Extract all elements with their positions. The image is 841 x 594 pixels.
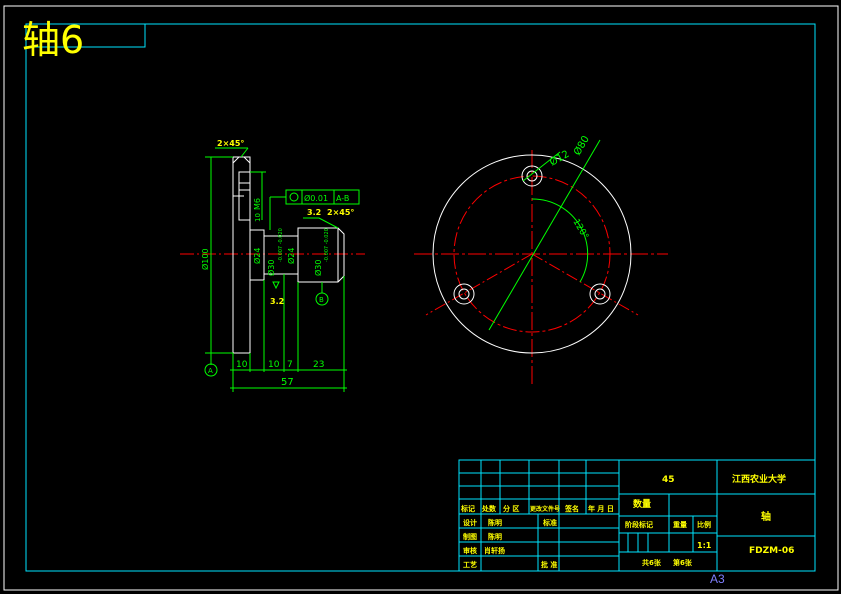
title-block — [458, 459, 816, 572]
label-pcd: Ø80 — [571, 134, 592, 158]
header-doc: 更改文件号 — [530, 505, 560, 513]
dim-dia-24-b: Ø24 — [286, 248, 296, 264]
bolt-hole-top — [521, 165, 543, 187]
dim-dia-30-b: Ø30 — [313, 260, 323, 276]
process-label: 工艺 — [463, 560, 477, 569]
header-date: 年 月 日 — [588, 504, 614, 513]
dim-len-23: 23 — [313, 360, 324, 370]
check-name: 肖轩扬 — [484, 546, 505, 555]
inner-frame — [25, 23, 816, 572]
sheet-no-label: 第6张 — [673, 558, 693, 567]
ratio-label: 比例 — [697, 520, 711, 529]
drawing-title: 轴6 — [22, 18, 85, 62]
weight-label: 重量 — [673, 520, 687, 529]
dim-thread-depth: 10 — [254, 213, 262, 222]
dim-dia-100: Ø100 — [200, 248, 210, 270]
dim-len-10-a: 10 — [236, 360, 248, 370]
shaft-side-view: Ø100 2×45° M6 10 Ø0.01 A-B 3.2 2×45° Ø24… — [180, 139, 365, 392]
dim-dia-30-a: Ø30 — [266, 260, 276, 276]
tolerance-datum: A-B — [336, 194, 349, 203]
dim-dia-30-b-fit: -0.007 -0.020 — [324, 228, 330, 262]
pcd-leader — [488, 139, 601, 331]
draw-name: 陈明 — [488, 532, 502, 541]
scale-label: 1:1 — [697, 541, 712, 550]
bolt-pitch-circle — [453, 175, 611, 333]
material-label: 45 — [662, 475, 675, 485]
sheet-size-label: A3 — [710, 572, 725, 586]
header-count: 处数 — [481, 504, 497, 513]
header-mark: 标记 — [460, 504, 475, 513]
roughness-a-label: 3.2 — [270, 297, 284, 306]
standard-label: 标准 — [542, 518, 557, 527]
roughness-b-label: 3.2 — [307, 208, 321, 217]
part-name-label: 轴 — [761, 510, 771, 523]
draw-label: 制图 — [463, 532, 477, 541]
dim-dia-30-a-fit: -0.007 -0.020 — [278, 228, 284, 262]
datum-a-marker — [204, 363, 218, 377]
sheets-total-label: 共6张 — [642, 558, 662, 567]
flange-chamfer — [232, 156, 251, 164]
flange-disk — [232, 156, 251, 354]
dim-len-57: 57 — [281, 377, 294, 388]
stage-label: 阶段标记 — [625, 520, 653, 529]
datum-a-label: A — [208, 367, 213, 375]
header-sign: 签名 — [564, 504, 579, 513]
tolerance-value: Ø0.01 — [304, 193, 328, 203]
dim-dia-24-a: Ø24 — [252, 248, 262, 264]
check-label: 审核 — [463, 546, 477, 555]
angle-arc — [531, 198, 589, 283]
datum-b-label: B — [319, 296, 324, 304]
roughness-a-symbol — [272, 281, 280, 290]
dim-thread-m6: M6 — [253, 198, 262, 210]
bolt-hole-right — [589, 283, 611, 305]
chamfer-right-label: 2×45° — [327, 208, 354, 217]
datum-b-marker — [315, 292, 329, 306]
dim-len-7: 7 — [287, 360, 293, 370]
design-label: 设计 — [463, 518, 477, 527]
header-zone: 分 区 — [503, 504, 519, 513]
flange-front-view: Ø12 Ø80 120° — [414, 134, 668, 385]
bolt-hole-left — [453, 283, 475, 305]
flange-outer-circle — [432, 154, 632, 354]
drawing-no-label: FDZM-06 — [749, 546, 794, 556]
qty-label: 数量 — [633, 498, 651, 510]
label-hole-dia: Ø12 — [548, 148, 572, 169]
runout-icon — [289, 192, 299, 202]
label-angle: 120° — [570, 218, 590, 242]
title-block-text: 45 江西农业大学 轴 FDZM-06 数量 阶段标记 重量 比例 1:1 共6… — [460, 473, 794, 569]
outer-border — [3, 5, 839, 591]
approve-label: 批 准 — [541, 560, 557, 569]
chamfer-top-label: 2×45° — [217, 139, 244, 148]
dim-len-10-b: 10 — [268, 360, 280, 370]
design-name: 陈明 — [488, 518, 502, 527]
top-left-title-box — [26, 24, 146, 48]
school-label: 江西农业大学 — [732, 473, 786, 485]
